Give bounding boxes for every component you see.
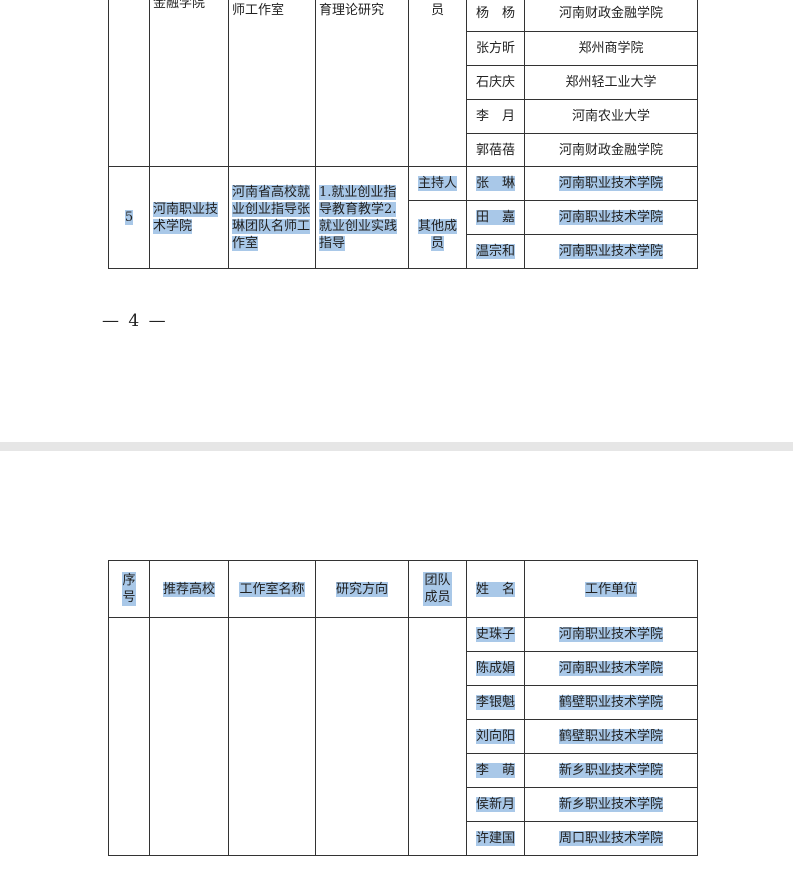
member-name-text: 刘向阳 bbox=[475, 729, 515, 744]
team-table-page-4: 金融学院 导刘鸮团队名师工作室 2.就业创业教育理论研究 其他成员 杨 杨 河南… bbox=[108, 0, 698, 269]
team-table-page-5: 序号 推荐高校 工作室名称 研究方向 团队成员 姓 名 工作单位 史珠子 河南职… bbox=[108, 560, 698, 856]
school-cell: 金融学院 bbox=[149, 0, 229, 167]
research-direction-cell: 2.就业创业教育理论研究 bbox=[315, 0, 409, 167]
member-name-text: 田 嘉 bbox=[475, 210, 515, 225]
member-unit-text: 鹤壁职业技术学院 bbox=[558, 729, 663, 744]
school-cell bbox=[149, 617, 229, 856]
header-role: 团队成员 bbox=[408, 560, 467, 618]
member-name-text: 许建国 bbox=[475, 831, 515, 846]
member-name-text: 李 萌 bbox=[475, 763, 515, 778]
member-name: 侯新月 bbox=[466, 787, 525, 822]
role-other-cell: 其他成员 bbox=[408, 200, 467, 269]
member-name: 温宗和 bbox=[466, 234, 525, 269]
seq-text: 5 bbox=[124, 210, 134, 225]
member-unit: 河南职业技术学院 bbox=[524, 651, 698, 686]
seq-cell bbox=[108, 617, 150, 856]
header-seq-text: 序号 bbox=[121, 572, 137, 606]
research-direction-cell: 1.就业创业指导教育教学2.就业创业实践指导 bbox=[315, 166, 409, 269]
member-name: 田 嘉 bbox=[466, 200, 525, 235]
member-name: 陈成娟 bbox=[466, 651, 525, 686]
school-text: 河南职业技术学院 bbox=[153, 201, 219, 234]
research-direction-text: 2.就业创业教育理论研究 bbox=[319, 0, 396, 18]
member-unit-text: 新乡职业技术学院 bbox=[558, 797, 663, 812]
member-unit-text: 鹤壁职业技术学院 bbox=[558, 695, 663, 710]
header-name-text: 姓 名 bbox=[475, 581, 515, 597]
header-school: 推荐高校 bbox=[149, 560, 229, 618]
member-unit-text: 新乡职业技术学院 bbox=[558, 763, 663, 778]
studio-name-cell: 河南省高校就业创业指导张琳团队名师工作室 bbox=[228, 166, 316, 269]
member-unit: 郑州轻工业大学 bbox=[524, 65, 698, 100]
header-direction: 研究方向 bbox=[315, 560, 409, 618]
research-direction-cell bbox=[315, 617, 409, 856]
member-unit-text: 河南职业技术学院 bbox=[558, 176, 663, 191]
member-unit-text: 河南职业技术学院 bbox=[558, 627, 663, 642]
member-name: 李银魁 bbox=[466, 685, 525, 720]
role-other-text: 其他成员 bbox=[417, 218, 457, 251]
studio-name-text: 河南省高校就业创业指导张琳团队名师工作室 bbox=[232, 184, 311, 251]
role-host-text: 主持人 bbox=[417, 176, 457, 191]
header-direction-text: 研究方向 bbox=[335, 581, 388, 597]
member-name: 杨 杨 bbox=[466, 0, 525, 32]
seq-cell bbox=[108, 0, 150, 167]
member-name-text: 陈成娟 bbox=[475, 661, 515, 676]
header-school-text: 推荐高校 bbox=[162, 581, 215, 597]
role-cell bbox=[408, 617, 467, 856]
member-unit: 鹤壁职业技术学院 bbox=[524, 685, 698, 720]
member-name-text: 侯新月 bbox=[475, 797, 515, 812]
member-unit: 鹤壁职业技术学院 bbox=[524, 719, 698, 754]
member-name: 许建国 bbox=[466, 821, 525, 856]
member-name-text: 李银魁 bbox=[475, 695, 515, 710]
member-name-text: 张 琳 bbox=[475, 176, 515, 191]
member-name: 石庆庆 bbox=[466, 65, 525, 100]
page-number: — 4 — bbox=[102, 311, 168, 331]
member-unit-text: 河南职业技术学院 bbox=[558, 244, 663, 259]
member-unit: 河南财政金融学院 bbox=[524, 133, 698, 167]
member-unit-text: 周口职业技术学院 bbox=[558, 831, 663, 846]
header-role-text: 团队成员 bbox=[423, 572, 452, 606]
member-name: 张方昕 bbox=[466, 31, 525, 66]
member-unit: 河南财政金融学院 bbox=[524, 0, 698, 32]
studio-name-cell bbox=[228, 617, 316, 856]
member-name: 刘向阳 bbox=[466, 719, 525, 754]
member-name: 郭蓓蓓 bbox=[466, 133, 525, 167]
member-name: 李 萌 bbox=[466, 753, 525, 788]
member-unit: 新乡职业技术学院 bbox=[524, 787, 698, 822]
seq-cell: 5 bbox=[108, 166, 150, 269]
member-unit: 郑州商学院 bbox=[524, 31, 698, 66]
studio-name-text: 导刘鸮团队名师工作室 bbox=[232, 0, 310, 18]
member-name: 张 琳 bbox=[466, 166, 525, 201]
member-unit: 河南职业技术学院 bbox=[524, 200, 698, 235]
member-unit: 河南职业技术学院 bbox=[524, 166, 698, 201]
member-unit: 周口职业技术学院 bbox=[524, 821, 698, 856]
header-studio-text: 工作室名称 bbox=[239, 581, 305, 597]
header-unit: 工作单位 bbox=[524, 560, 698, 618]
role-host-cell: 主持人 bbox=[408, 166, 467, 201]
member-unit: 河南职业技术学院 bbox=[524, 617, 698, 652]
research-direction-text: 1.就业创业指导教育教学2.就业创业实践指导 bbox=[319, 184, 398, 251]
header-unit-text: 工作单位 bbox=[584, 581, 637, 597]
member-name: 史珠子 bbox=[466, 617, 525, 652]
header-name: 姓 名 bbox=[466, 560, 525, 618]
document-page-4: 金融学院 导刘鸮团队名师工作室 2.就业创业教育理论研究 其他成员 杨 杨 河南… bbox=[0, 0, 793, 442]
member-name-text: 温宗和 bbox=[475, 244, 515, 259]
member-unit: 新乡职业技术学院 bbox=[524, 753, 698, 788]
school-cell: 河南职业技术学院 bbox=[149, 166, 229, 269]
member-unit-text: 河南职业技术学院 bbox=[558, 210, 663, 225]
role-cell: 其他成员 bbox=[408, 0, 467, 167]
member-unit: 河南农业大学 bbox=[524, 99, 698, 134]
member-unit: 河南职业技术学院 bbox=[524, 234, 698, 269]
header-studio: 工作室名称 bbox=[228, 560, 316, 618]
member-name: 李 月 bbox=[466, 99, 525, 134]
role-text: 其他成员 bbox=[418, 0, 457, 18]
header-seq: 序号 bbox=[108, 560, 150, 618]
member-unit-text: 河南职业技术学院 bbox=[558, 661, 663, 676]
studio-name-cell: 导刘鸮团队名师工作室 bbox=[228, 0, 316, 167]
member-name-text: 史珠子 bbox=[475, 627, 515, 642]
document-page-5: 序号 推荐高校 工作室名称 研究方向 团队成员 姓 名 工作单位 史珠子 河南职… bbox=[0, 451, 793, 878]
